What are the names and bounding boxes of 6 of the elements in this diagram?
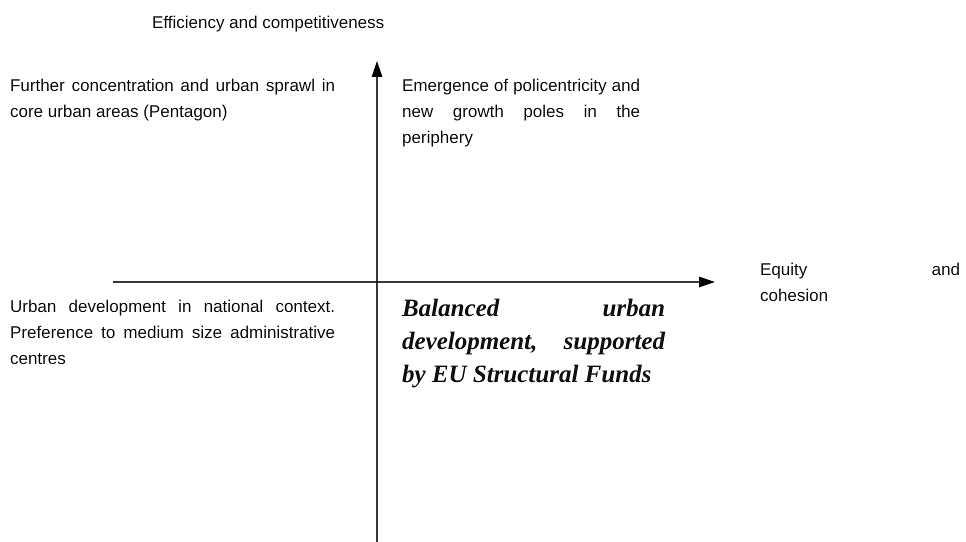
quadrant-text: Urban development in national context. Preference to medium size administrative centres bbox=[10, 296, 335, 370]
quadrant-text: Emergence of policentricity and new growth poles in the periphery bbox=[402, 75, 640, 149]
quadrant-text: Balanced urban development, supported by EU Structural Funds bbox=[402, 294, 665, 390]
quadrant-text: Further concentration and urban sprawl in core urban areas (Pentagon) bbox=[10, 75, 335, 123]
axis-title: Equity and cohesion bbox=[760, 259, 960, 307]
axis-title: Efficiency and competitiveness bbox=[152, 12, 384, 34]
